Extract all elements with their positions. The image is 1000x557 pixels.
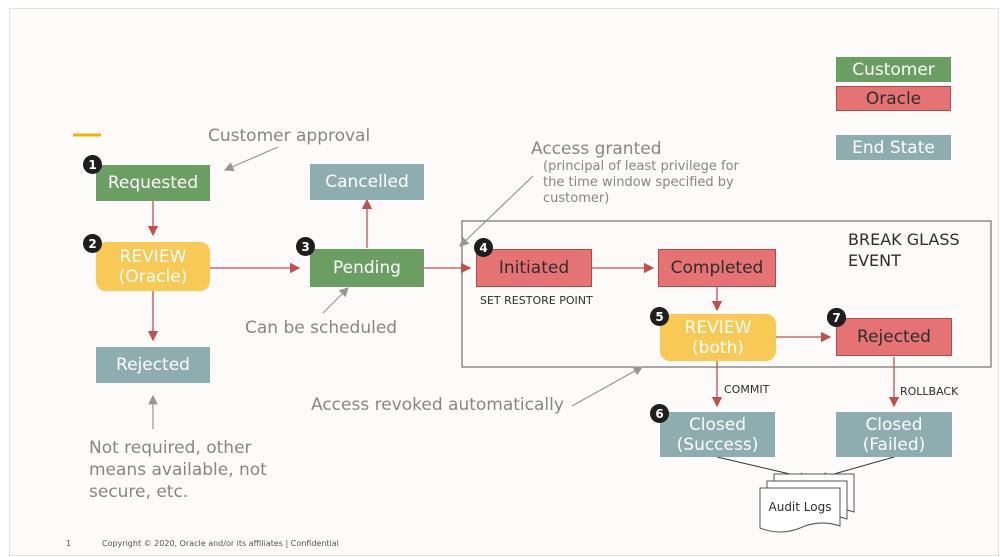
annotation-access-granted-detail: (principal of least privilege for the ti…: [543, 159, 739, 206]
legend-end-state: End State: [836, 135, 951, 160]
step-badge-2: 2: [83, 234, 102, 253]
node-closed-success: Closed(Success): [660, 412, 775, 457]
pointer-can-be-scheduled: [322, 287, 349, 314]
audit-logs-label: Audit Logs: [768, 500, 832, 514]
annotation-access-granted: Access granted: [531, 139, 662, 159]
node-closed-failed: Closed(Failed): [836, 412, 952, 457]
step-badge-1: 1: [83, 155, 102, 174]
node-cancelled: Cancelled: [310, 164, 424, 200]
legend-customer: Customer: [836, 57, 951, 82]
node-review-oracle: REVIEW(Oracle): [96, 242, 210, 291]
label-commit: COMMIT: [724, 383, 770, 396]
step-badge-3: 3: [296, 237, 315, 256]
pointer-customer-approval: [223, 146, 279, 172]
connectors: [73, 133, 992, 533]
node-initiated: Initiated: [476, 249, 592, 287]
break-glass-title: BREAK GLASS EVENT: [848, 230, 960, 270]
pointer-access-granted: [459, 175, 534, 247]
annotation-customer-approval: Customer approval: [208, 126, 371, 146]
footer-copyright: Copyright © 2020, Oracle and/or its affi…: [102, 539, 339, 548]
node-completed: Completed: [658, 249, 776, 287]
step-badge-7: 7: [827, 308, 846, 327]
step-badge-4: 4: [474, 238, 493, 257]
annotation-access-revoked: Access revoked automatically: [311, 395, 564, 415]
node-rejected-left: Rejected: [96, 347, 210, 383]
step-badge-6b: 6: [650, 404, 669, 423]
label-set-restore-point: SET RESTORE POINT: [480, 294, 593, 307]
step-badge-5: 5: [650, 307, 669, 326]
node-pending: Pending: [310, 249, 424, 287]
legend-oracle: Oracle: [836, 86, 951, 111]
audit-logs-icon: [759, 473, 855, 533]
node-review-both: REVIEW(both): [660, 314, 776, 361]
break-glass-frame: [461, 220, 992, 368]
annotation-can-be-scheduled: Can be scheduled: [245, 318, 398, 338]
node-requested: Requested: [96, 165, 210, 201]
node-rejected-right: Rejected: [836, 318, 952, 356]
footer-page-number: 1: [66, 539, 72, 548]
label-rollback: ROLLBACK: [900, 385, 959, 398]
annotation-not-required: Not required, other means available, not…: [89, 438, 267, 502]
slide: Customer Oracle End State Requested REVI…: [9, 8, 999, 556]
pointer-access-revoked: [571, 366, 644, 407]
